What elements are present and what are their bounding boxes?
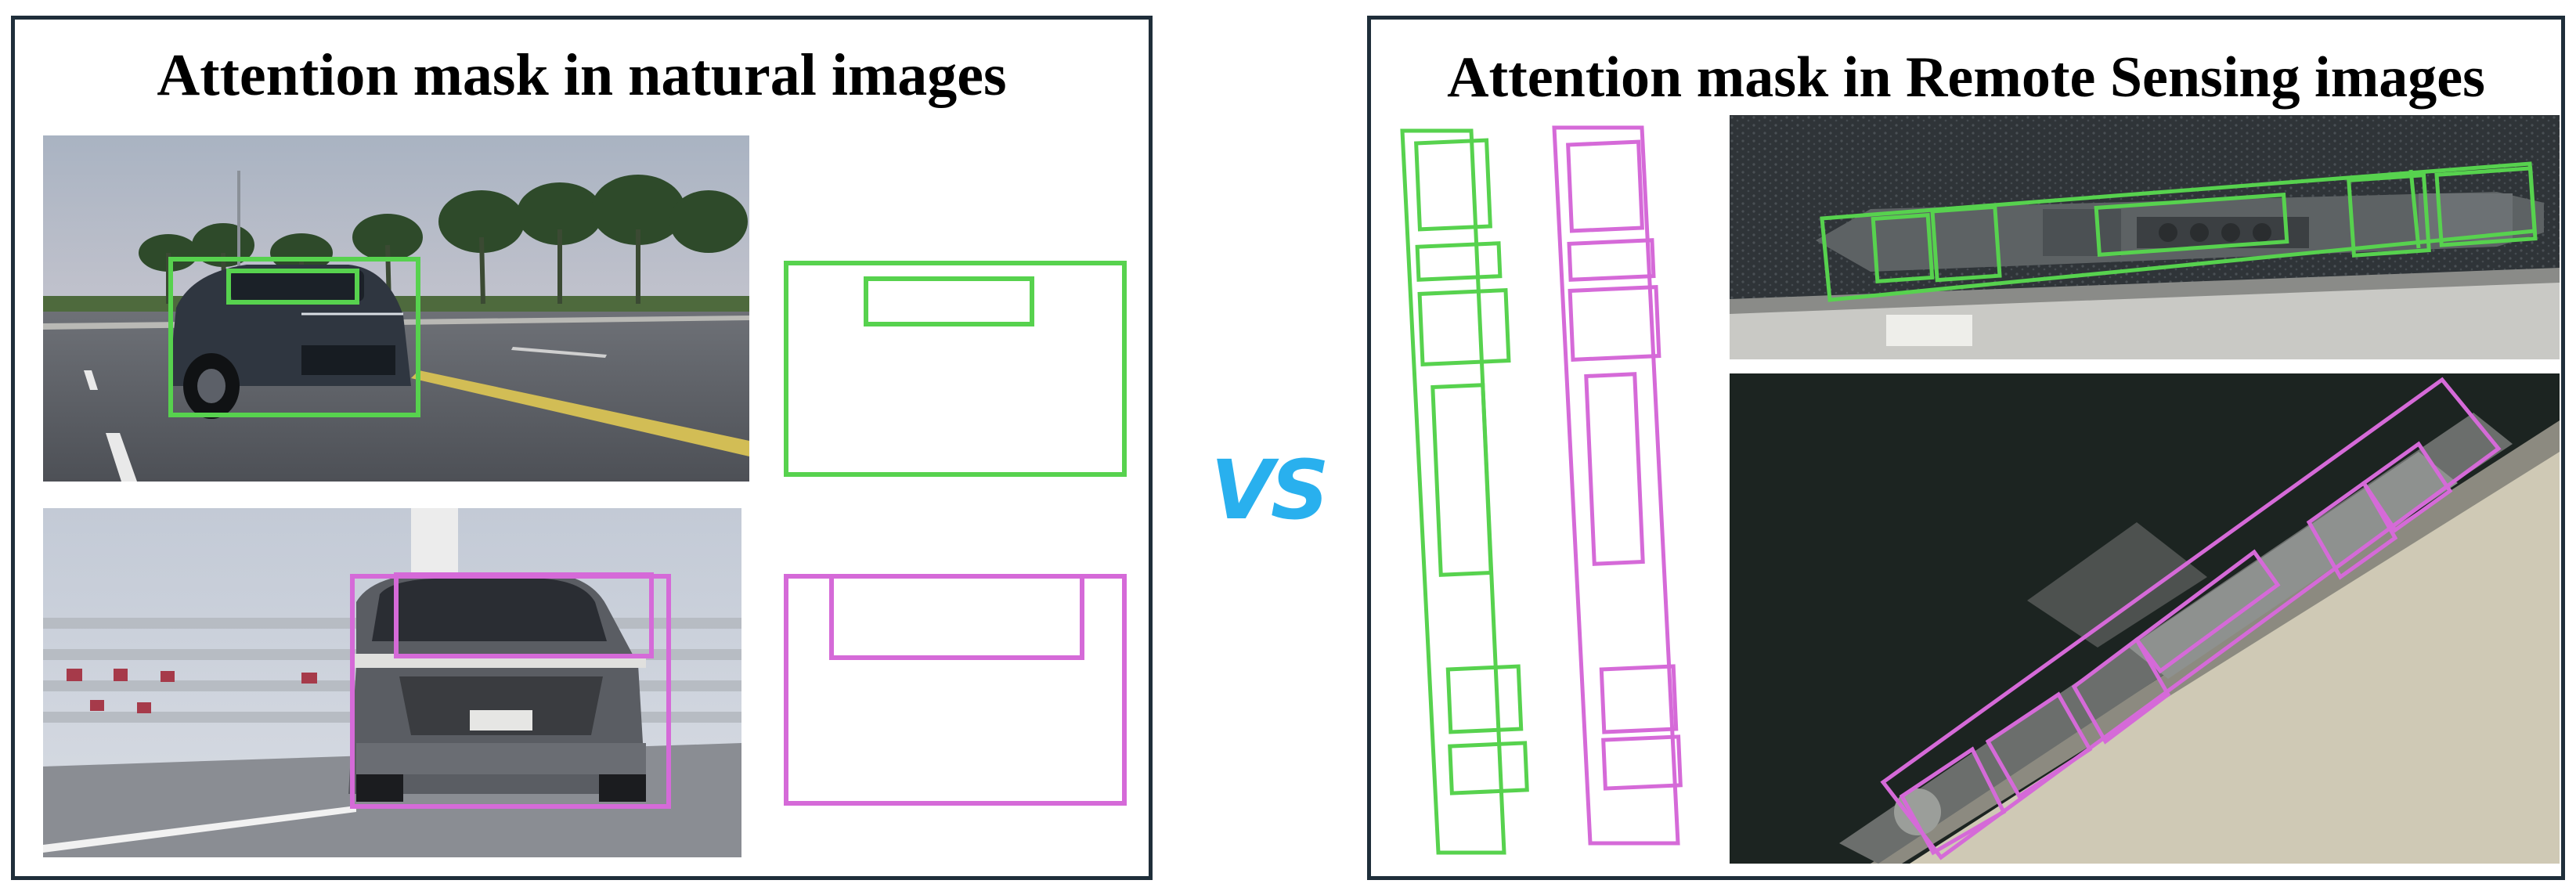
natural-mask-green-outer <box>784 261 1127 477</box>
natural-panel-title: Attention mask in natural images <box>157 42 1007 108</box>
natural-mask-magenta-inner <box>829 574 1084 660</box>
green-mask-outer <box>1400 128 1506 855</box>
car-bridge-illustration <box>43 508 741 857</box>
car-top-attention-box-magenta <box>394 572 654 658</box>
natural-images-panel: Attention mask in natural images <box>11 16 1153 880</box>
remote-sensing-panel-title: Attention mask in Remote Sensing images <box>1447 45 2485 110</box>
car-bridge-photo <box>43 508 741 857</box>
ship-deck <box>1839 413 2513 864</box>
satellite-ship-horizontal <box>1730 115 2560 359</box>
car-road-photo <box>43 135 749 482</box>
car-window-attention-box-green <box>226 269 359 305</box>
vs-label: VS <box>1210 442 1329 538</box>
natural-mask-green-inner <box>864 276 1034 326</box>
ship-diagonal-masks-magenta <box>1880 377 2502 860</box>
remote-sensing-panel: Attention mask in Remote Sensing images <box>1367 16 2565 880</box>
car-attention-box-green <box>168 257 420 417</box>
ship-horizontal-illustration <box>1730 115 2560 359</box>
ship-horizontal-masks-green <box>1820 161 2538 302</box>
magenta-mask-outer <box>1552 125 1680 846</box>
remote-mask-magenta <box>1552 125 1683 846</box>
car-road-illustration <box>43 135 749 482</box>
remote-mask-green <box>1400 128 1529 855</box>
